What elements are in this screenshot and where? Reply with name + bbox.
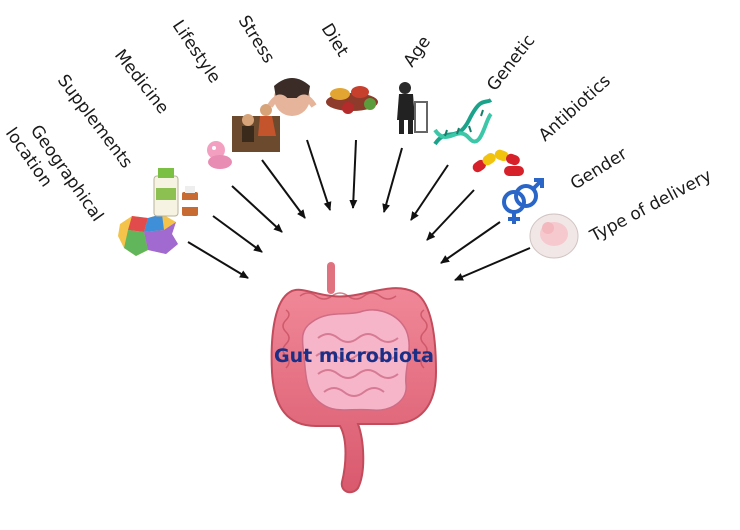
label-diet: Diet	[317, 20, 353, 61]
label-age: Age	[400, 32, 435, 70]
label-stress: Stress	[234, 12, 279, 67]
label-gender: Gender	[567, 144, 631, 194]
arrow-genetic	[410, 164, 449, 221]
map-icon	[118, 214, 178, 256]
elderly-person-icon	[397, 82, 428, 134]
lifestyle-people-icon	[232, 104, 280, 152]
gender-symbols-icon	[502, 178, 544, 224]
factor-labels: Geographical location Supplements Medici…	[1, 12, 715, 247]
arrow-geographical-location	[187, 241, 249, 279]
arrow-diet	[349, 139, 358, 209]
food-icon	[326, 86, 378, 114]
arrow-supplements	[212, 215, 263, 253]
stressed-person-icon	[267, 78, 317, 116]
arrow-lifestyle	[261, 159, 306, 219]
arrow-medicine	[231, 185, 283, 233]
label-type-of-delivery: Type of delivery	[586, 166, 715, 247]
label-medicine: Medicine	[110, 46, 173, 118]
label-genetic: Genetic	[483, 31, 539, 95]
arrow-antibiotics	[426, 189, 475, 241]
arrow-type-of-delivery	[454, 247, 531, 281]
arrow-group	[187, 139, 531, 281]
label-lifestyle: Lifestyle	[168, 17, 225, 87]
dna-helix-icon	[433, 98, 493, 146]
arrow-gender	[440, 221, 501, 264]
center-label: Gut microbiota	[274, 345, 434, 367]
arrow-age	[382, 147, 403, 213]
medicine-icon	[207, 141, 232, 169]
supplement-bottle-icon	[153, 168, 198, 217]
intestine-illustration	[270, 262, 438, 494]
arrow-stress	[306, 139, 332, 211]
label-antibiotics: Antibiotics	[535, 71, 615, 146]
newborn-baby-icon	[529, 213, 579, 259]
pill-capsules-icon	[472, 149, 524, 176]
